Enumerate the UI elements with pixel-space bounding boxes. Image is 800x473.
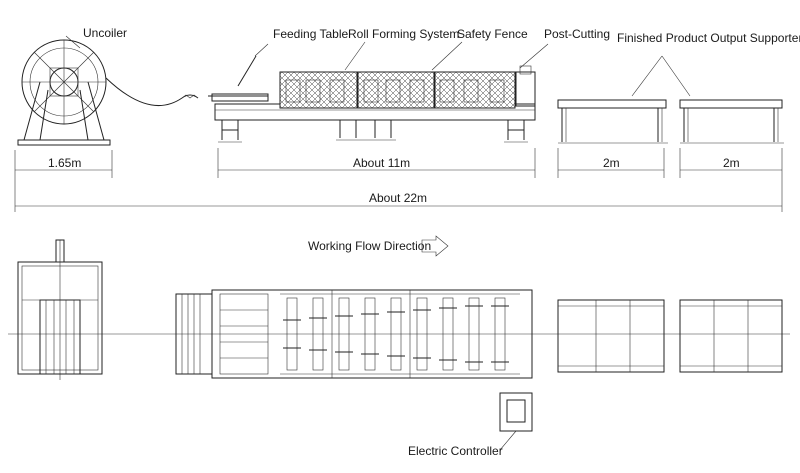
dim-supporter-1: 2m — [603, 156, 620, 170]
supporter-leader-1 — [631, 55, 663, 97]
electric-controller-label: Electric Controller — [408, 444, 503, 458]
output-supporter-1-side — [557, 99, 668, 144]
uncoiler-label: Uncoiler — [83, 26, 127, 40]
output-supporter-1-plan — [557, 299, 665, 373]
post-cutting-leader — [519, 43, 549, 69]
dim-total: About 22m — [369, 191, 427, 205]
roll-forming-plan-view — [211, 289, 533, 379]
safety-fence-label: Safety Fence — [457, 27, 528, 41]
working-flow-label: Working Flow Direction — [308, 239, 431, 253]
supporter-leader-2 — [661, 55, 691, 97]
dim-machine: About 11m — [353, 156, 410, 170]
finished-output-label: Finished Product Output Supporter — [617, 31, 800, 45]
roll-forming-machine-side — [214, 65, 536, 143]
roll-forming-label: Roll Forming System — [348, 27, 459, 41]
strip-guide — [181, 94, 199, 99]
dim-supporter-2: 2m — [723, 156, 740, 170]
uncoiler-side-view — [17, 35, 111, 146]
feeding-table-label: Feeding Table — [273, 27, 348, 41]
electric-controller — [499, 392, 533, 451]
coil-strip — [105, 77, 199, 106]
dim-uncoiler: 1.65m — [48, 156, 81, 170]
flow-arrow-icon — [421, 235, 449, 257]
uncoiler-plan-view — [17, 239, 103, 380]
roll-forming-leader — [344, 41, 366, 71]
feeding-table-leader — [254, 43, 269, 57]
dimension-lines — [14, 148, 783, 212]
safety-fence-leader — [431, 41, 463, 71]
post-cutting-label: Post-Cutting — [544, 27, 610, 41]
output-supporter-2-plan — [679, 299, 783, 373]
feeding-table — [208, 55, 269, 102]
output-supporter-2-side — [679, 99, 784, 144]
